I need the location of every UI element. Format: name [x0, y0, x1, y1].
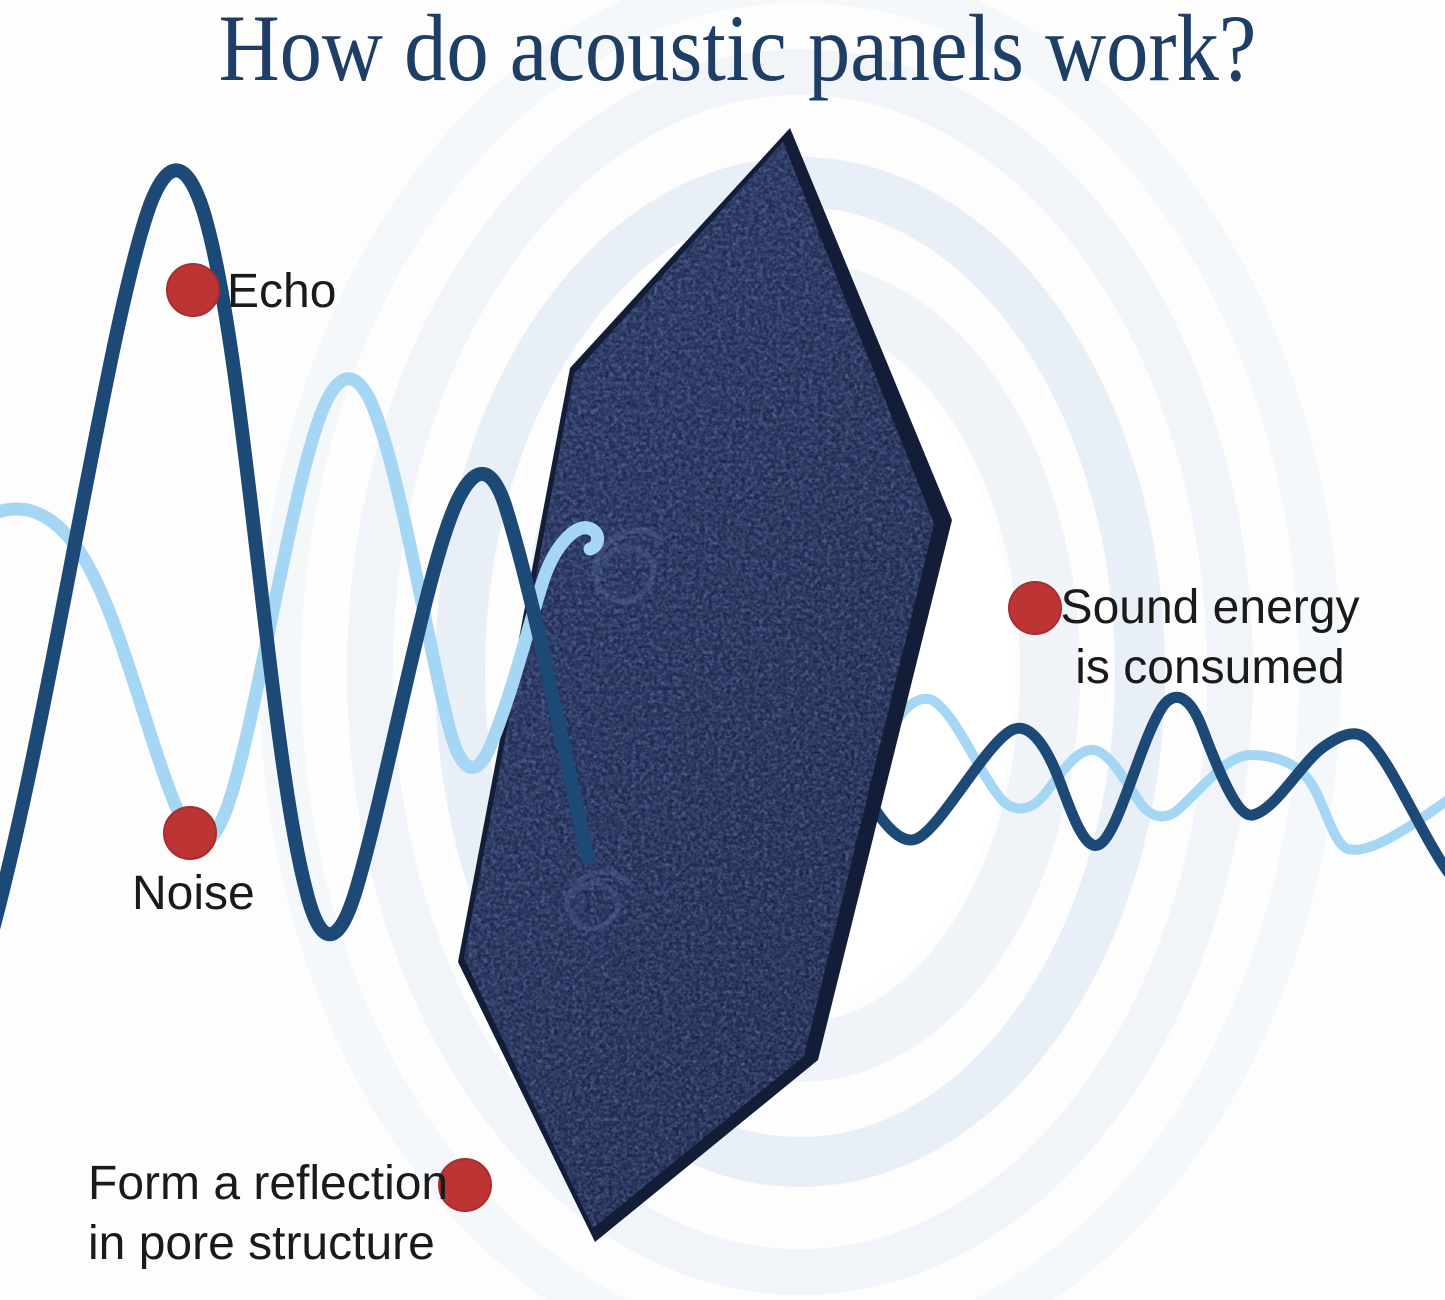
incoming-wave-dark — [0, 163, 595, 942]
echo-label: Echo — [227, 265, 337, 318]
reflection-marker-dot — [438, 1158, 492, 1212]
outgoing-waves — [862, 691, 1445, 877]
reflection-label: Form a reflection in pore structure — [88, 1154, 448, 1274]
page-title: How do acoustic panels work? — [218, 0, 1257, 101]
marker-dots — [163, 263, 1062, 1212]
outgoing-wave-dark — [862, 691, 1445, 877]
sound-energy-label-line2: is consumed — [1075, 641, 1345, 694]
outgoing-wave-light — [875, 693, 1445, 855]
panel-emboss-swirls — [565, 527, 663, 931]
acoustic-panel — [458, 128, 952, 1242]
halo-ring-3 — [347, 49, 1253, 1295]
sound-energy-label: Sound energy is consumed — [1040, 578, 1380, 698]
sound-energy-label-line1: Sound energy — [1060, 581, 1360, 634]
incoming-waves — [0, 163, 605, 942]
panel-front-face — [464, 142, 934, 1228]
reflection-label-line1: Form a reflection — [88, 1157, 449, 1210]
reflection-label-line2: in pore structure — [88, 1217, 435, 1270]
sound-energy-marker-dot — [1008, 581, 1062, 635]
halo-ring-outer — [259, 0, 1341, 1300]
noise-label: Noise — [132, 867, 255, 920]
echo-marker-dot — [166, 263, 220, 317]
noise-marker-dot — [163, 806, 217, 860]
